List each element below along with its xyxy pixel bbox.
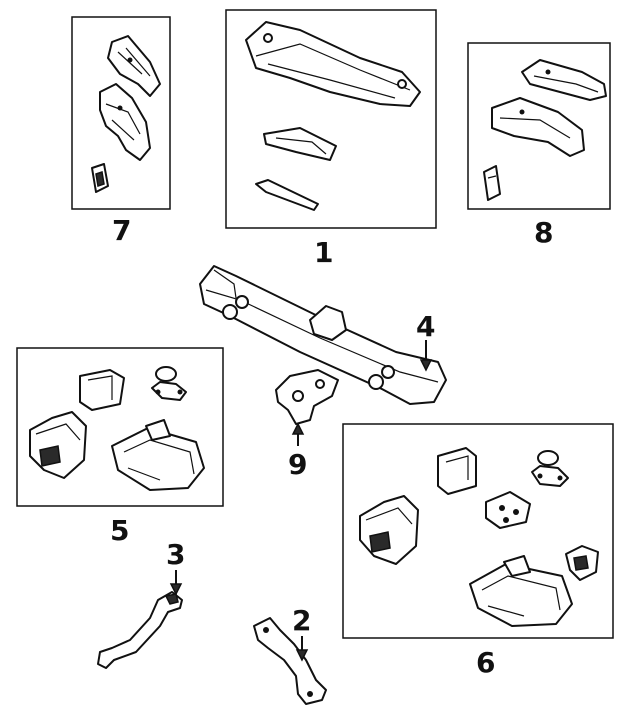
group-6-floor-pan xyxy=(469,555,573,627)
group-6-plate xyxy=(485,491,531,529)
part-group-7[interactable]: 7 xyxy=(71,16,171,247)
callout-5: 5 xyxy=(110,514,129,547)
callout-6: 6 xyxy=(476,646,495,679)
group-5-bushing xyxy=(151,366,187,401)
group-6-side-bracket xyxy=(565,545,599,581)
group-8-lower-bracket xyxy=(491,97,585,157)
part-group-5[interactable]: 5 xyxy=(16,347,224,547)
group-7-upper-bracket xyxy=(107,35,161,97)
group-1-lower-strip xyxy=(255,179,319,211)
group-5-floor-pan xyxy=(111,419,205,491)
part-crossmember-4[interactable]: 4 xyxy=(199,265,447,405)
callout-7: 7 xyxy=(112,214,131,247)
group-5-left-panel xyxy=(29,411,87,479)
group-5-upper-bracket xyxy=(79,369,125,411)
part-mount-9[interactable]: 9 xyxy=(275,369,339,481)
part-group-8[interactable]: 8 xyxy=(467,42,611,249)
callout-1: 1 xyxy=(314,236,333,269)
group-6-bushing xyxy=(531,450,569,487)
group-8-upper-bracket xyxy=(521,59,607,101)
part-brace-3[interactable]: 3 xyxy=(97,538,185,669)
group-1-upper-support xyxy=(245,21,421,107)
callout-8: 8 xyxy=(534,216,553,249)
group-6-frame xyxy=(342,423,614,639)
group-7-lower-bracket xyxy=(99,83,151,161)
callout-9: 9 xyxy=(288,448,307,481)
group-6-left-panel xyxy=(359,495,419,565)
callout-3: 3 xyxy=(166,538,185,571)
part-brace-2[interactable]: 2 xyxy=(253,604,327,705)
group-7-frame xyxy=(71,16,171,210)
callout-2: 2 xyxy=(292,604,311,637)
group-1-center-reinforcement xyxy=(263,127,337,161)
group-7-small-clip xyxy=(91,163,109,193)
group-8-small-clip xyxy=(483,165,501,201)
group-1-frame xyxy=(225,9,437,229)
group-5-frame xyxy=(16,347,224,507)
group-8-frame xyxy=(467,42,611,210)
group-6-upper-bracket xyxy=(437,447,477,495)
part-group-6[interactable]: 6 xyxy=(342,423,614,679)
callout-4: 4 xyxy=(416,310,435,343)
part-group-1[interactable]: 1 xyxy=(225,9,437,269)
